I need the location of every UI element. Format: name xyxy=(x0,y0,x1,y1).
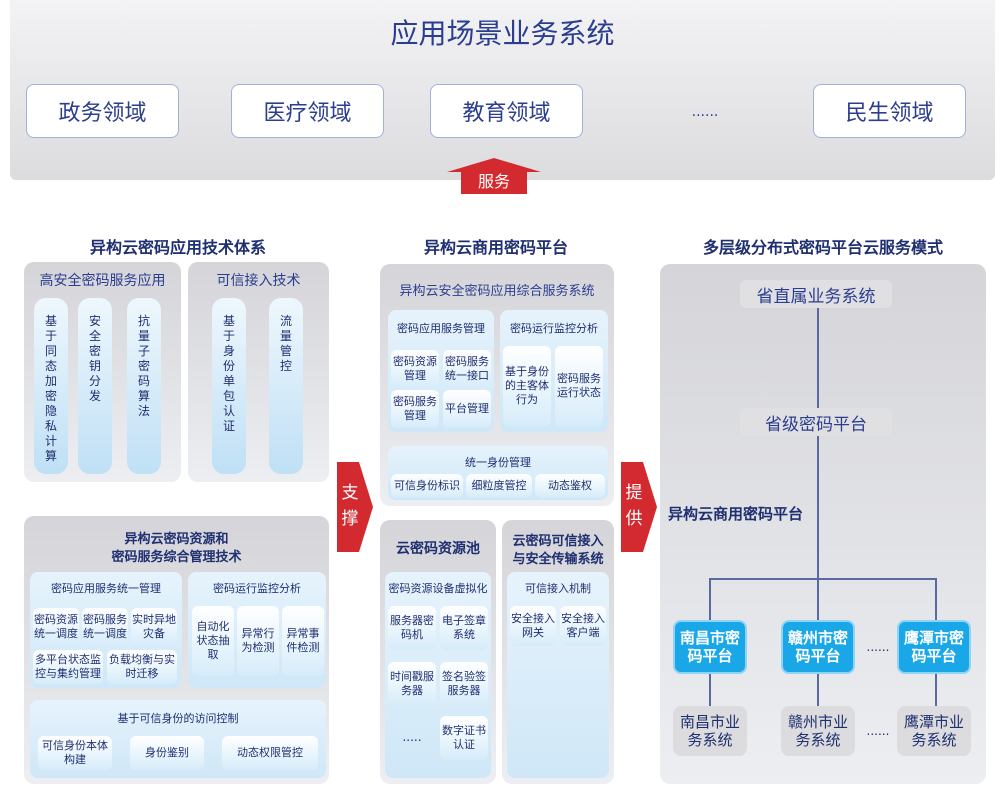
unified-mgmt-head: 密码应用服务统一管理 xyxy=(51,582,161,595)
hetero-cloud-platform-label: 异构云商用密码平台 xyxy=(668,505,804,523)
support-arrow xyxy=(337,462,373,552)
service-run-status-chip: 密码服务运行状态 xyxy=(555,346,603,426)
nanchang-business-node: 南昌市业务系统 xyxy=(673,706,747,756)
domain-livelihood: 民生领域 xyxy=(813,84,966,138)
virtualization-head: 密码资源设备虚拟化 xyxy=(388,582,488,595)
e-seal-chip: 电子签章系统 xyxy=(440,606,488,650)
identity-mgmt-head: 统一身份管理 xyxy=(465,456,531,469)
resource-mgmt-chip: 密码资源管理 xyxy=(391,350,439,388)
dynamic-auth-chip: 动态鉴权 xyxy=(535,474,605,498)
integrated-service-head: 异构云安全密码应用综合服务系统 xyxy=(399,284,595,299)
unified-interface-chip: 密码服务统一接口 xyxy=(443,350,491,388)
domain-education: 教育领域 xyxy=(430,84,583,138)
domain-medical: 医疗领域 xyxy=(231,84,384,138)
subject-object-behavior-chip: 基于身份的主客体行为 xyxy=(503,346,551,426)
serve-label: 服务 xyxy=(477,172,510,191)
secure-access-head-2: 与安全传输系统 xyxy=(512,552,604,567)
key-distribution-item: 安全密钥分发 xyxy=(78,298,112,474)
provincial-business-system-node: 省直属业务系统 xyxy=(740,280,892,308)
disaster-recovery-chip: 实时异地灾备 xyxy=(131,608,177,646)
service-mgmt-chip: 密码服务管理 xyxy=(391,390,439,428)
sign-verify-chip: 签名验签服务器 xyxy=(440,662,488,706)
multi-platform-monitor-chip: 多平台状态监控与集约管理 xyxy=(33,650,103,684)
run-monitor-head: 密码运行监控分析 xyxy=(510,322,598,335)
abnormal-event-chip: 异常事件检测 xyxy=(282,606,324,676)
ganzhou-business-node: 赣州市业务系统 xyxy=(781,706,855,756)
provincial-crypto-platform-node: 省级密码平台 xyxy=(740,408,892,436)
domain-ellipsis: ...... xyxy=(691,104,719,120)
application-scenario-title: 应用场景业务系统 xyxy=(390,17,615,50)
service-mgmt-head: 密码应用服务管理 xyxy=(397,322,485,335)
server-crypto-chip: 服务器密码机 xyxy=(388,606,436,650)
platform-mgmt-chip: 平台管理 xyxy=(443,390,491,428)
service-scheduling-chip: 密码服务统一调度 xyxy=(82,608,128,646)
access-control-head: 基于可信身份的访问控制 xyxy=(117,712,239,725)
provide-arrow xyxy=(621,462,657,552)
single-packet-auth-item: 基于身份单包认证 xyxy=(212,298,246,474)
load-balance-chip: 负载均衡与实时迁移 xyxy=(107,650,177,684)
middle-section-title: 异构云商用密码平台 xyxy=(423,238,568,257)
resource-mgmt-head-2: 密码服务综合管理技术 xyxy=(111,550,242,565)
left-section-title: 异构云密码应用技术体系 xyxy=(89,238,266,257)
post-quantum-item: 抗量子密码算法 xyxy=(127,298,161,474)
trusted-identity-chip: 可信身份标识 xyxy=(391,474,463,498)
pool-ellipsis: ..... xyxy=(402,730,422,744)
identity-ontology-chip: 可信身份本体构建 xyxy=(38,736,112,770)
op-monitor-head: 密码运行监控分析 xyxy=(213,582,301,595)
abnormal-behavior-chip: 异常行为检测 xyxy=(237,606,279,676)
dynamic-permission-chip: 动态权限管控 xyxy=(222,736,318,770)
trusted-access-panel xyxy=(188,262,329,482)
traffic-control-item: 流量管控 xyxy=(269,298,303,474)
resource-scheduling-chip: 密码资源统一调度 xyxy=(33,608,79,646)
business-ellipsis: ...... xyxy=(866,724,890,738)
yingtan-business-node: 鹰潭市业务系统 xyxy=(897,706,971,756)
high-security-head: 高安全密码服务应用 xyxy=(39,273,166,289)
trusted-mechanism-card xyxy=(507,572,609,778)
resource-mgmt-head-1: 异构云密码资源和 xyxy=(124,532,229,547)
right-section-title: 多层级分布式密码平台云服务模式 xyxy=(702,238,943,257)
access-client-chip: 安全接入客户端 xyxy=(560,606,606,646)
digital-cert-chip: 数字证书认证 xyxy=(440,716,488,760)
homomorphic-item: 基于同态加密隐私计算 xyxy=(34,298,68,474)
resource-pool-head: 云密码资源池 xyxy=(396,541,480,557)
provide-label: 提供 xyxy=(625,483,643,529)
secure-access-head-1: 云密码可信接入 xyxy=(512,534,604,549)
yingtan-platform-node: 鹰潭市密码平台 xyxy=(897,620,971,674)
trusted-mechanism-head: 可信接入机制 xyxy=(525,582,591,595)
nanchang-platform-node: 南昌市密码平台 xyxy=(673,620,747,674)
trusted-access-head: 可信接入技术 xyxy=(216,273,301,289)
fine-grained-chip: 细粒度管控 xyxy=(466,474,532,498)
cloud-service-panel xyxy=(660,264,986,784)
serve-up-arrow xyxy=(447,158,541,194)
ganzhou-platform-node: 赣州市密码平台 xyxy=(781,620,855,674)
access-gateway-chip: 安全接入网关 xyxy=(510,606,556,646)
support-label: 支撑 xyxy=(341,483,359,529)
platform-ellipsis: ...... xyxy=(866,640,890,654)
domain-government: 政务领域 xyxy=(26,84,179,138)
auto-extract-chip: 自动化状态抽取 xyxy=(192,606,234,676)
identity-auth-chip: 身份鉴别 xyxy=(130,736,204,770)
timestamp-chip: 时间戳服务器 xyxy=(388,662,436,706)
